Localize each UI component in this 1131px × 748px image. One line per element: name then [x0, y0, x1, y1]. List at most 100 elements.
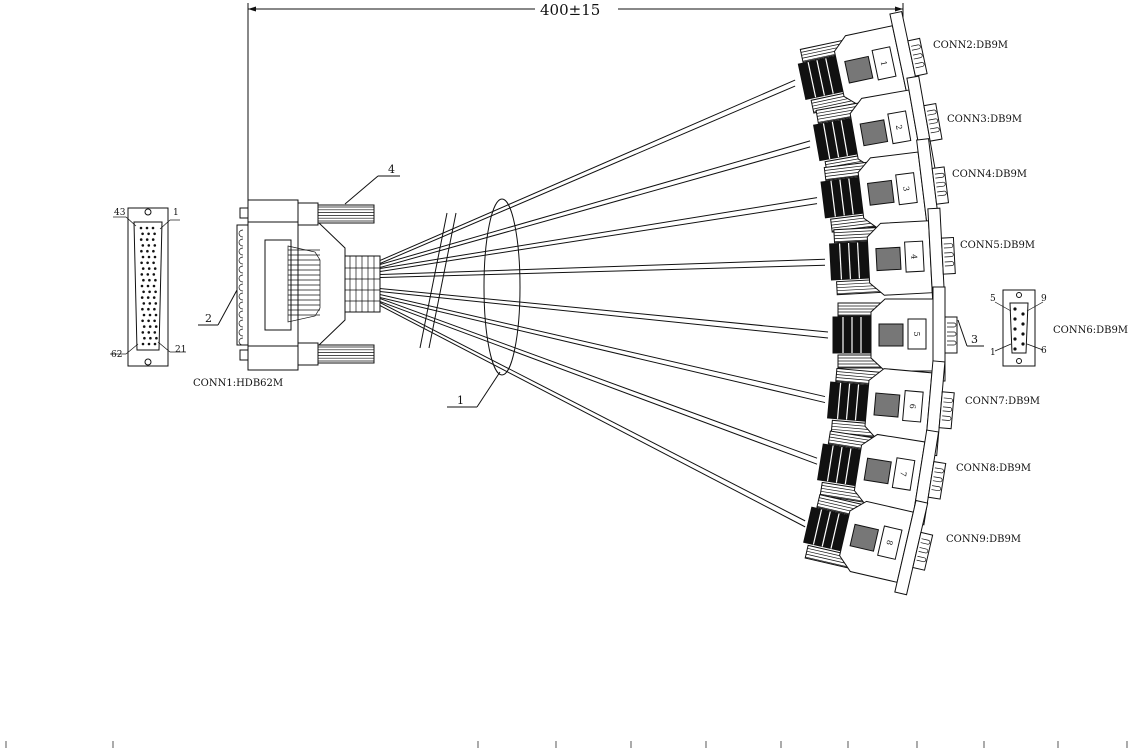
db9-boot-rib	[826, 445, 834, 482]
hdb62-pin-dot	[155, 336, 158, 340]
db9-pin	[911, 44, 921, 51]
hdb62-pin-dot	[142, 313, 146, 317]
db9-pin	[920, 538, 931, 545]
db9-grip	[873, 392, 901, 418]
hdb62-pin-dot	[147, 255, 151, 259]
hdb62-pin-dot	[141, 244, 145, 247]
socket-bump	[238, 238, 244, 247]
hdb62-connector-label: CONN1:HDB62M	[193, 378, 283, 389]
hdb62-pin-dot	[151, 238, 155, 241]
socket-bump	[238, 256, 244, 265]
db9-pin	[947, 331, 957, 337]
hdb62-hood-grip	[287, 245, 321, 323]
db9-pin	[934, 172, 945, 179]
db9-boot-rib	[836, 382, 842, 419]
db9-knurl-line	[829, 433, 875, 442]
db9-number-box	[877, 525, 903, 560]
hdb62-pin-dot	[146, 261, 149, 265]
db9-pin	[916, 555, 927, 563]
db9-knurl-line	[837, 290, 883, 295]
jackscrew-top-stub	[239, 207, 249, 219]
pin-leader-1b	[159, 219, 171, 230]
db9-knurl-line	[836, 371, 882, 376]
bundle-ellipse	[483, 198, 521, 376]
db9-pin	[944, 252, 954, 258]
hdb62-pin-dot	[146, 273, 150, 276]
cable-edge	[379, 288, 829, 333]
db9-number-box	[904, 240, 925, 273]
db9-number: 5	[912, 331, 921, 336]
db9-face-pin	[1021, 312, 1025, 316]
hdb62-pin-dot	[148, 325, 152, 328]
hdb62-label-window	[264, 239, 292, 331]
socket-bump	[238, 283, 244, 292]
hdb62-pin-dot	[153, 255, 157, 259]
db9-pin-leader-6	[1026, 343, 1044, 351]
hdb62-pin-dot	[148, 290, 151, 294]
db9-knurl-line	[812, 99, 858, 110]
db9-boot-rib	[838, 243, 843, 280]
db9-face-view: 5 9 1 6 CONN6:DB9M	[990, 289, 1128, 367]
db9-face-pin	[1013, 307, 1017, 311]
db9-pin	[914, 62, 925, 69]
db9-grip	[878, 323, 904, 347]
db9-number-box	[887, 110, 912, 145]
hdb62-pin-dot	[147, 319, 150, 323]
hdb62-pin-dot	[141, 307, 144, 311]
socket-bump	[238, 319, 244, 328]
db9-face-pin	[1013, 347, 1017, 351]
hdb62-pin-dot	[140, 296, 144, 299]
hdb62-pin-dot	[141, 267, 145, 270]
db9-pin	[928, 118, 939, 125]
hdb62-pin-dot	[145, 226, 149, 230]
cable-edge	[379, 291, 829, 339]
db9-face-pin	[1021, 322, 1025, 326]
hdb62-pin-dot	[152, 261, 155, 265]
cable-edge	[379, 301, 818, 465]
db9-grip	[849, 523, 880, 552]
hdb62-pin-dot	[153, 267, 157, 270]
db9-face-pin	[1013, 327, 1017, 331]
db9-knurl-line	[819, 497, 864, 509]
dimension-arrow-left	[248, 6, 256, 12]
thumbscrew-top	[297, 202, 375, 226]
hdb62-pin-dot	[154, 290, 157, 294]
hdb62-pin-dot	[152, 273, 156, 276]
hdb62-pin-dot	[147, 307, 150, 311]
hdb62-pin-dot	[146, 296, 150, 299]
db9-boot-rib	[821, 511, 831, 547]
hdb62-pin-dot	[147, 244, 151, 247]
db9-knurl-line	[833, 230, 879, 234]
db9-knurl-line	[820, 490, 866, 499]
db9-knurl-line	[831, 222, 877, 229]
db9-connector: 7	[817, 429, 947, 526]
db9-connector: 1	[797, 10, 928, 114]
db9-boot-rib	[822, 123, 831, 159]
grip-outline	[287, 245, 321, 323]
hdb62-pin-dot	[147, 267, 151, 270]
cable-edge	[379, 258, 826, 275]
hdb62-face-view: 43 1 62 21	[110, 207, 186, 367]
db9-face-pin	[1013, 337, 1017, 341]
db9-boot-rib	[812, 509, 823, 545]
hdb62-pin-dot	[141, 331, 145, 334]
pin-label-1: 1	[173, 208, 179, 218]
db9-pin	[947, 340, 957, 346]
cable-edge	[379, 302, 806, 522]
callout-4-number: 4	[388, 163, 395, 176]
hdb62-pin-dot	[147, 331, 151, 334]
cable-edge	[379, 297, 826, 404]
db9-pin-label-6: 6	[1041, 346, 1047, 356]
hdb62-pin-dot	[147, 342, 151, 346]
db9-boot-rib	[848, 178, 854, 215]
hdb62-pin-dot	[142, 278, 145, 282]
hdb62-pin-dot	[148, 302, 152, 305]
db9-number: 6	[908, 403, 917, 409]
db9-connector-label: CONN5:DB9M	[960, 240, 1035, 251]
hdb62-pin-dot	[154, 302, 158, 305]
db9-knurl-line	[837, 287, 882, 292]
break-line-left	[419, 212, 448, 349]
db9-number: 7	[898, 471, 908, 477]
db9-face-shell	[1009, 302, 1029, 354]
hdb62-pin-dot	[153, 244, 157, 247]
